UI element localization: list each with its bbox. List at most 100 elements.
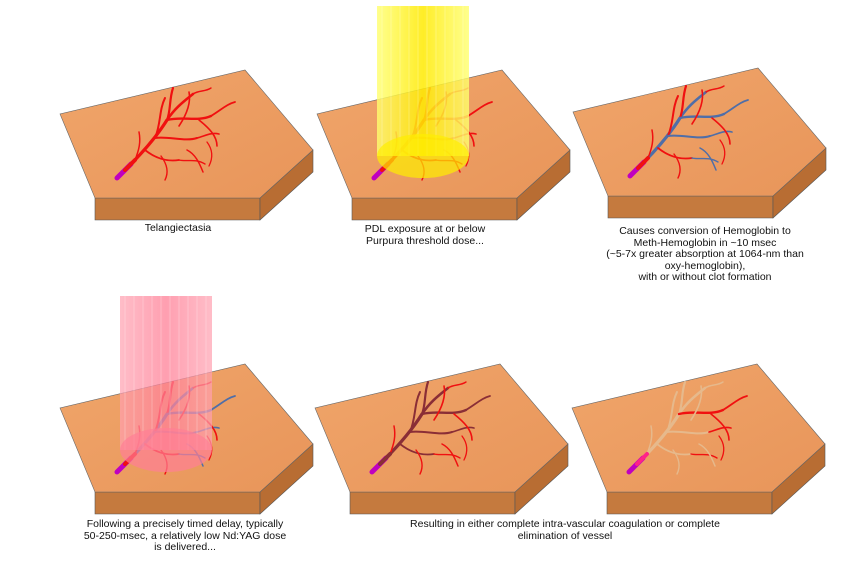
- vessel-branch: [165, 86, 175, 122]
- vessel-branch: [196, 132, 220, 139]
- vessel-branch: [647, 129, 654, 159]
- panel-ndyag-delivery: [59, 296, 314, 515]
- vessel-branch: [178, 91, 191, 127]
- vessel-branch: [691, 89, 704, 125]
- vessel-branch: [723, 99, 749, 115]
- caption-ndyag-delivery: Following a precisely timed delay, typic…: [60, 518, 310, 554]
- panel-coagulation: [314, 363, 569, 515]
- vessel-branch: [690, 385, 703, 421]
- vessel-branch: [134, 131, 141, 161]
- caption-line: oxy-hemoglobin),: [664, 259, 746, 272]
- vessel-branch: [467, 101, 493, 117]
- vessel-stem-junction: [378, 452, 392, 466]
- vessel-branch: [718, 435, 725, 461]
- vessel-branch: [667, 95, 679, 137]
- caption-line: elimination of vessel: [517, 529, 613, 542]
- vessel-branch: [691, 157, 719, 163]
- vessel-branch: [677, 380, 687, 416]
- laser-beam-yellow: [377, 6, 469, 178]
- vessel-branch: [461, 435, 468, 461]
- laser-beam-spot: [120, 428, 212, 472]
- vessel-branch: [447, 381, 467, 389]
- vessel-branch: [160, 155, 168, 181]
- slab-front-face: [349, 491, 516, 515]
- vessel-branch: [389, 425, 396, 455]
- vessel-branch: [420, 380, 430, 416]
- vessel-branch: [154, 97, 166, 139]
- vessel-branch: [144, 149, 180, 162]
- vessel-branch: [433, 453, 461, 459]
- vessel-stem-junction: [123, 158, 137, 172]
- vessel-branch: [719, 139, 726, 165]
- vessel-branch: [677, 408, 725, 416]
- vessel-branch: [210, 395, 236, 411]
- caption-methemoglobin: Causes conversion of Hemoglobin to Meth-…: [595, 225, 815, 284]
- vessel-branch: [433, 385, 446, 421]
- laser-beam-column: [120, 296, 212, 450]
- vessel-branch: [399, 443, 435, 456]
- vessel-branch: [678, 112, 726, 120]
- vessel-branch: [710, 413, 730, 441]
- vessel-branch: [420, 408, 468, 416]
- slab-top-face: [314, 363, 569, 493]
- vessel-branch: [709, 130, 733, 137]
- vessel-branch: [646, 425, 653, 455]
- vessel-branch: [657, 147, 693, 160]
- caption-line: Telangiectasia: [144, 222, 212, 234]
- vessel-branch: [656, 443, 692, 456]
- caption-line: (~5-7x greater absorption at 1064-nm tha…: [606, 248, 804, 260]
- vessel-branch: [698, 443, 716, 467]
- caption-line: with or without clot formation: [638, 271, 772, 283]
- vessel-network: [641, 84, 749, 179]
- vessel-branch: [451, 426, 475, 433]
- vessel-branch: [673, 153, 681, 179]
- caption-line: 50-250-msec, a relatively low Nd:YAG dos…: [83, 529, 287, 542]
- vessel-branch: [667, 134, 711, 139]
- caption-line: Resulting in either complete intra-vascu…: [410, 518, 720, 530]
- caption-line: Following a precisely timed delay, typic…: [86, 518, 284, 530]
- vessel-branch: [178, 159, 206, 165]
- caption-telangiectasia: Telangiectasia: [103, 222, 253, 235]
- vessel-branch: [678, 84, 688, 120]
- caption-result: Resulting in either complete intra-vascu…: [380, 518, 750, 542]
- caption-pdl-exposure: PDL exposure at or below Purpura thresho…: [340, 223, 510, 247]
- slab-front-face: [94, 197, 261, 221]
- slab-top-face: [571, 363, 826, 493]
- vessel-network: [128, 86, 236, 181]
- caption-line: Purpura threshold dose...: [366, 234, 484, 247]
- vessel-branch: [453, 413, 473, 441]
- panel-pdl-exposure: [316, 6, 571, 221]
- vessel-branch: [705, 85, 725, 93]
- vessel-branch: [186, 149, 204, 173]
- vessel-branch: [441, 443, 459, 467]
- slab-front-face: [607, 195, 774, 219]
- panel-methemoglobin: [572, 67, 827, 219]
- vessel-branch: [415, 449, 423, 475]
- caption-line: Causes conversion of Hemoglobin to: [619, 225, 791, 237]
- vessel-branch: [198, 119, 218, 147]
- caption-line: Meth-Hemoglobin in ~10 msec: [633, 236, 777, 249]
- slab-front-face: [351, 197, 518, 221]
- vessel-stem-junction: [635, 452, 649, 466]
- vessel-branch: [699, 147, 717, 171]
- vessel-branch: [708, 426, 732, 433]
- panel-elimination: [571, 363, 826, 515]
- vessel-branch: [154, 136, 198, 141]
- vessel-branch: [409, 391, 421, 433]
- vessel-branch: [409, 430, 453, 435]
- slab-top-face: [572, 67, 827, 197]
- laser-beam-spot: [377, 134, 469, 178]
- vessel-branch: [690, 453, 718, 459]
- slab-top-face: [59, 69, 314, 199]
- vessel-branch: [465, 395, 491, 411]
- slab-front-face: [94, 491, 261, 515]
- vessel-branch: [704, 381, 724, 389]
- vessel-branch: [722, 395, 748, 411]
- vessel-stem-junction: [636, 156, 650, 170]
- vessel-branch: [192, 87, 212, 95]
- vessel-branch: [711, 117, 731, 145]
- caption-line: PDL exposure at or below: [364, 223, 486, 235]
- laser-beam-pink: [120, 296, 212, 472]
- caption-line: is delivered...: [154, 541, 216, 553]
- vessel-branch: [672, 449, 680, 475]
